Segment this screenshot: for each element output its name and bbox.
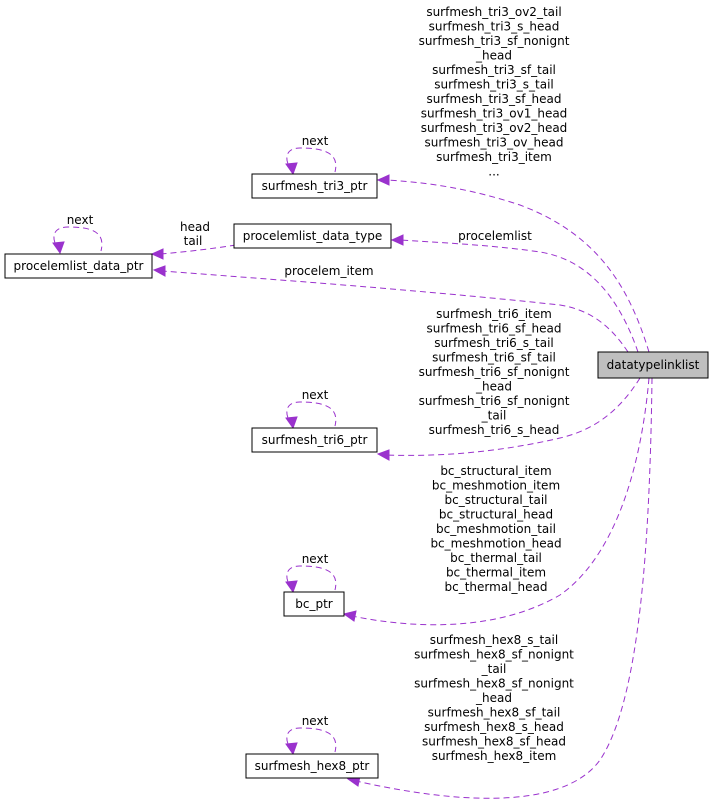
arrowhead-dtl-to-tri3 xyxy=(376,174,390,186)
arrowhead-dtl-to-pdt xyxy=(390,234,404,246)
arrowhead-pdp-next xyxy=(52,241,65,255)
label-tri3-field: surfmesh_tri3_ov_head xyxy=(425,136,564,150)
edge-dtl-to-pdp xyxy=(161,270,629,353)
edge-hex8-next xyxy=(286,727,337,753)
label-hex8-field: surfmesh_hex8_sf_nonignt xyxy=(414,677,574,691)
label-bc-field: bc_thermal_head xyxy=(445,580,548,594)
label-bc-field: bc_meshmotion_item xyxy=(432,479,560,493)
arrowhead-tri3-next xyxy=(285,162,298,176)
node-procelemlist-data-ptr[interactable]: procelemlist_data_ptr xyxy=(4,253,153,279)
label-tri3-field: ... xyxy=(488,165,499,179)
label-group-tri3-fields: surfmesh_tri3_ov2_tail surfmesh_tri3_s_h… xyxy=(419,5,570,179)
label-bc-field: bc_structural_head xyxy=(439,508,553,522)
label-tri6-field: surfmesh_tri6_sf_nonignt xyxy=(419,394,570,408)
node-procelemlist-data-type[interactable]: procelemlist_data_type xyxy=(233,223,392,249)
label-tri3-field: _head xyxy=(475,49,512,63)
arrowhead-bc-next xyxy=(285,580,298,594)
label-tri3-field: surfmesh_tri3_sf_head xyxy=(427,92,562,106)
node-label: procelemlist_data_type xyxy=(243,229,382,243)
label-bc-next: next xyxy=(302,552,329,566)
label-tri3-field: surfmesh_tri3_s_head xyxy=(429,20,560,34)
label-tri3-field: surfmesh_tri3_ov1_head xyxy=(421,107,568,121)
label-tri6-field: _head xyxy=(475,380,512,394)
label-procelemlist: procelemlist xyxy=(458,229,532,243)
label-tri6-field: surfmesh_tri6_s_head xyxy=(429,423,560,437)
label-tri6-field: _tail xyxy=(481,409,507,423)
label-hex8-field: surfmesh_hex8_sf_nonignt xyxy=(414,648,574,662)
label-tri3-field: surfmesh_tri3_sf_tail xyxy=(432,63,556,77)
arrowhead-tri6-next xyxy=(285,416,298,430)
label-hex8-field: _tail xyxy=(481,662,507,676)
label-hex8-field: surfmesh_hex8_sf_head xyxy=(422,735,566,749)
label-head: head xyxy=(180,220,210,234)
arrowhead-dtl-to-bc xyxy=(342,610,357,622)
node-surfmesh-tri3-ptr[interactable]: surfmesh_tri3_ptr xyxy=(251,173,378,199)
label-tri6-field: surfmesh_tri6_s_tail xyxy=(434,336,554,350)
label-tri3-field: surfmesh_tri3_s_tail xyxy=(434,78,554,92)
label-tri3-field: surfmesh_tri3_item xyxy=(436,150,552,164)
edge-dtl-to-hex8 xyxy=(355,377,653,799)
label-hex8-field: surfmesh_hex8_item xyxy=(432,749,557,763)
node-label: surfmesh_hex8_ptr xyxy=(255,759,370,773)
label-hex8-next: next xyxy=(302,714,329,728)
arrowhead-dtl-to-pdp xyxy=(152,265,166,277)
label-procelem-item: procelem_item xyxy=(284,264,373,278)
label-group-hex8-fields: surfmesh_hex8_s_tail surfmesh_hex8_sf_no… xyxy=(414,633,574,763)
label-bc-field: bc_thermal_tail xyxy=(450,551,542,565)
node-label: surfmesh_tri6_ptr xyxy=(262,433,368,447)
node-label: procelemlist_data_ptr xyxy=(14,259,144,273)
label-bc-field: bc_structural_tail xyxy=(445,493,548,507)
node-datatypelinklist[interactable]: datatypelinklist xyxy=(597,351,709,379)
label-group-bc-fields: bc_structural_item bc_meshmotion_item bc… xyxy=(430,464,561,594)
label-bc-field: bc_meshmotion_tail xyxy=(436,522,556,536)
label-tri6-field: surfmesh_tri6_sf_nonignt xyxy=(419,365,570,379)
edges xyxy=(52,147,653,799)
label-tri3-field: surfmesh_tri3_ov2_head xyxy=(421,121,568,135)
edge-dtl-to-bc xyxy=(351,377,650,626)
label-hex8-field: surfmesh_hex8_sf_tail xyxy=(428,706,561,720)
node-surfmesh-hex8-ptr[interactable]: surfmesh_hex8_ptr xyxy=(245,753,379,779)
edge-pdp-next xyxy=(53,226,103,252)
arrowhead-pdt-to-pdp xyxy=(150,248,164,260)
label-hex8-field: _head xyxy=(475,691,512,705)
label-bc-field: bc_structural_item xyxy=(440,464,551,478)
node-label: surfmesh_tri3_ptr xyxy=(262,179,368,193)
node-surfmesh-tri6-ptr[interactable]: surfmesh_tri6_ptr xyxy=(251,427,378,453)
label-tri3-field: surfmesh_tri3_ov2_tail xyxy=(426,5,561,19)
node-bc-ptr[interactable]: bc_ptr xyxy=(283,591,345,617)
label-tri6-field: surfmesh_tri6_sf_head xyxy=(427,322,562,336)
edge-bc-next xyxy=(286,565,337,591)
label-tri3-next: next xyxy=(302,134,329,148)
label-tail: tail xyxy=(184,234,203,248)
arrowhead-dtl-to-tri6 xyxy=(376,449,390,461)
edge-dtl-to-tri3 xyxy=(385,179,650,353)
edge-tri3-next xyxy=(286,147,337,173)
edge-tri6-next xyxy=(286,401,337,427)
label-tri6-field: surfmesh_tri6_item xyxy=(436,307,552,321)
edge-dtl-to-pdt xyxy=(399,239,639,353)
label-hex8-field: surfmesh_hex8_s_tail xyxy=(430,633,558,647)
label-bc-field: bc_meshmotion_head xyxy=(430,537,561,551)
label-group-tri6-fields: surfmesh_tri6_item surfmesh_tri6_sf_head… xyxy=(419,307,570,437)
label-tri6-next: next xyxy=(302,388,329,402)
node-label: datatypelinklist xyxy=(607,358,700,372)
label-hex8-field: surfmesh_hex8_s_head xyxy=(424,720,564,734)
node-label: bc_ptr xyxy=(295,597,333,611)
label-tri3-field: surfmesh_tri3_sf_nonignt xyxy=(419,34,570,48)
arrowhead-hex8-next xyxy=(285,742,298,756)
label-pdp-next: next xyxy=(67,213,94,227)
label-bc-field: bc_thermal_item xyxy=(446,566,546,580)
label-tri6-field: surfmesh_tri6_sf_tail xyxy=(432,351,556,365)
edge-dtl-to-tri6 xyxy=(385,377,641,456)
